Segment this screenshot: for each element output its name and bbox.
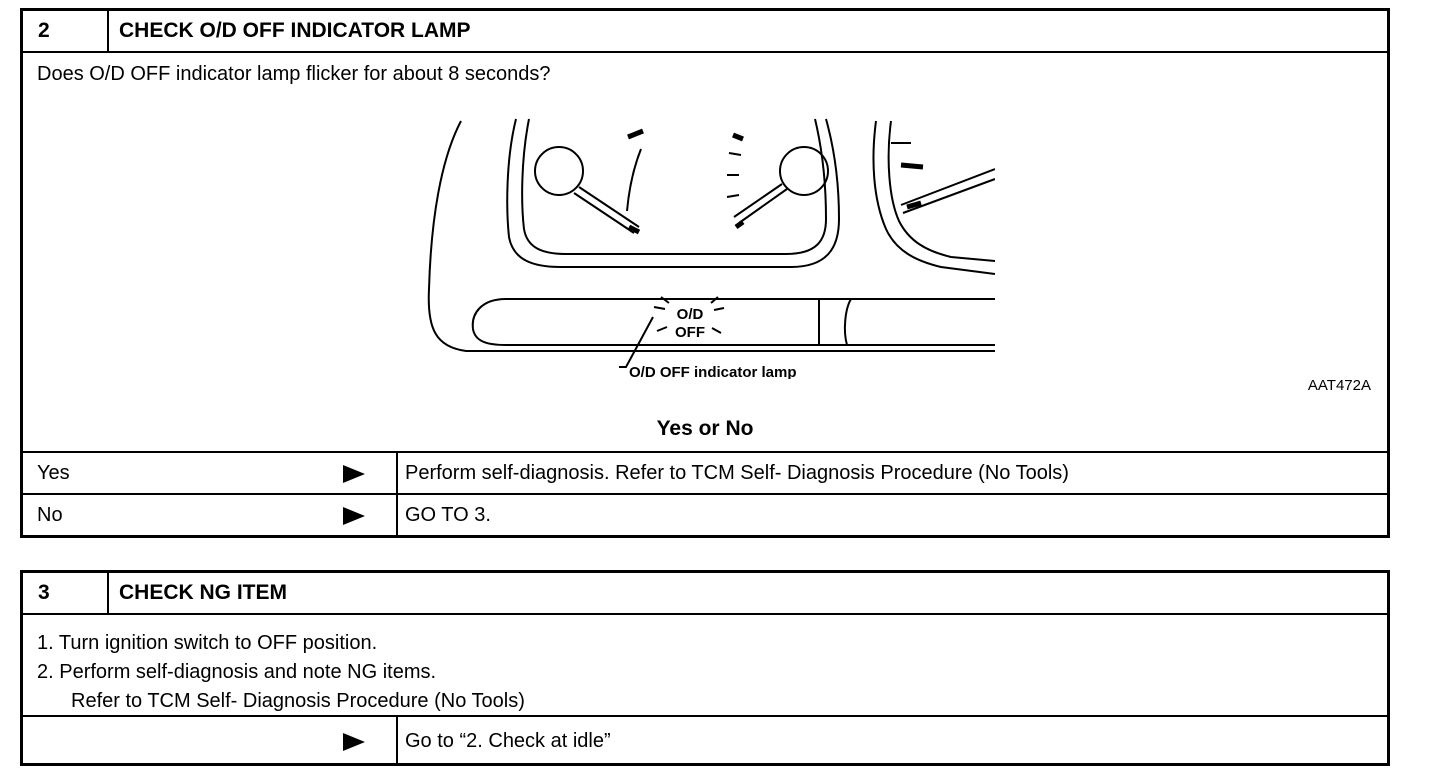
answer-row-yes: Yes Perform self-diagnosis. Refer to TCM… bbox=[23, 451, 1387, 493]
answer-row-no: No GO TO 3. bbox=[23, 493, 1387, 535]
yes-or-no-prompt: Yes or No bbox=[656, 417, 754, 440]
step-3-table: 3 CHECK NG ITEM 1. Turn ignition switch … bbox=[20, 570, 1390, 766]
step-2-table: 2 CHECK O/D OFF INDICATOR LAMP Does O/D … bbox=[20, 8, 1390, 538]
step-number: 2 bbox=[23, 11, 109, 51]
arrow-right-icon bbox=[343, 507, 365, 525]
answer-label: Yes bbox=[37, 462, 70, 484]
step-title: CHECK NG ITEM bbox=[119, 581, 287, 604]
instruction-item: 1. Turn ignition switch to OFF position. bbox=[37, 632, 378, 654]
question-text: Does O/D OFF indicator lamp flicker for … bbox=[37, 63, 551, 85]
lamp-text-off: OFF bbox=[675, 324, 705, 341]
answer-result: GO TO 3. bbox=[396, 495, 491, 535]
step-number: 3 bbox=[23, 573, 109, 613]
arrow-right-icon bbox=[343, 465, 365, 483]
answer-label: No bbox=[37, 504, 63, 526]
result-row: Go to “2. Check at idle” bbox=[23, 715, 1387, 763]
answer-result: Perform self-diagnosis. Refer to TCM Sel… bbox=[396, 453, 1069, 493]
instruction-list: 1. Turn ignition switch to OFF position.… bbox=[37, 629, 525, 716]
instruction-note: Refer to TCM Self- Diagnosis Procedure (… bbox=[71, 690, 525, 712]
instrument-cluster-illustration: O/D OFF O/D OFF indicator lamp bbox=[427, 118, 995, 379]
figure-code: AAT472A bbox=[1307, 377, 1371, 394]
step-title: CHECK O/D OFF INDICATOR LAMP bbox=[119, 19, 471, 42]
step-2-header: 2 CHECK O/D OFF INDICATOR LAMP bbox=[23, 11, 1387, 53]
instruction-item: 2. Perform self-diagnosis and note NG it… bbox=[37, 661, 437, 683]
lamp-callout-label: O/D OFF indicator lamp bbox=[629, 364, 797, 379]
lamp-text-od: O/D bbox=[677, 306, 704, 323]
result-text: Go to “2. Check at idle” bbox=[396, 717, 611, 763]
step-3-header: 3 CHECK NG ITEM bbox=[23, 573, 1387, 615]
arrow-right-icon bbox=[343, 733, 365, 751]
